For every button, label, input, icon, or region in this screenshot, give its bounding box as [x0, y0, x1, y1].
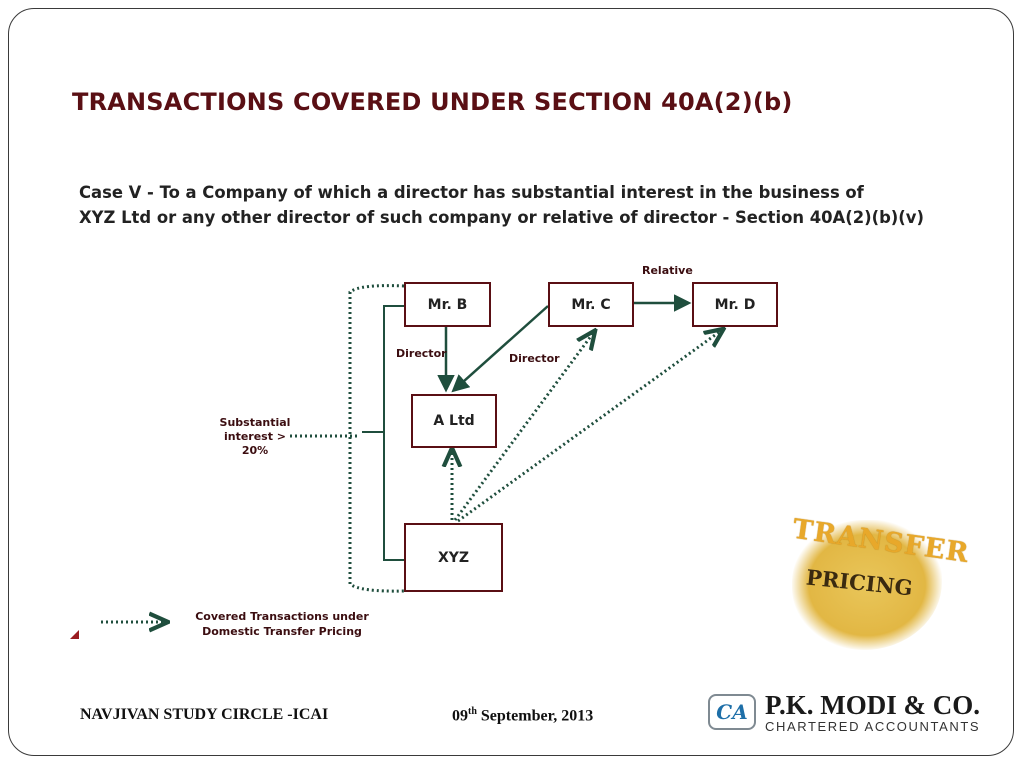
label-director-c: Director [509, 352, 560, 365]
word-cloud-background [792, 520, 942, 650]
case-line-1: Case V - To a Company of which a directo… [79, 183, 864, 202]
label-substantial-interest: Substantial interest > 20% [219, 416, 291, 457]
dotted-xyz-mrc [453, 332, 594, 521]
arrow-mrc-altd [451, 305, 549, 393]
ca-logo-icon: CA [708, 694, 756, 730]
firm-name: P.K. MODI & CO. [765, 690, 980, 720]
slide-title: TRANSACTIONS COVERED UNDER SECTION 40A(2… [72, 88, 793, 116]
box-mr-d: Mr. D [692, 282, 778, 327]
label-relative: Relative [642, 264, 693, 277]
footer-date: 09th September, 2013 [452, 706, 594, 725]
box-xyz: XYZ [404, 523, 503, 592]
box-mr-c: Mr. C [548, 282, 634, 327]
case-description: Case V - To a Company of which a directo… [79, 180, 959, 230]
case-line-2: XYZ Ltd or any other director of such co… [79, 208, 924, 227]
footer-study-circle: NAVJIVAN STUDY CIRCLE -ICAI [80, 706, 329, 723]
corner-marker [70, 630, 79, 639]
label-director-b: Director [396, 347, 447, 360]
outer-dotted-bracket [348, 284, 405, 593]
legend-text: Covered Transactions under Domestic Tran… [195, 610, 369, 638]
transfer-pricing-word-cloud: TRANSFER PRICING [780, 512, 971, 652]
slide-frame [8, 8, 1014, 756]
firm-subtitle: CHARTERED ACCOUNTANTS [765, 719, 981, 734]
box-a-ltd: A Ltd [411, 394, 497, 448]
box-mr-b: Mr. B [404, 282, 491, 327]
inner-solid-brace [362, 305, 404, 561]
dotted-xyz-mrd [457, 330, 722, 523]
